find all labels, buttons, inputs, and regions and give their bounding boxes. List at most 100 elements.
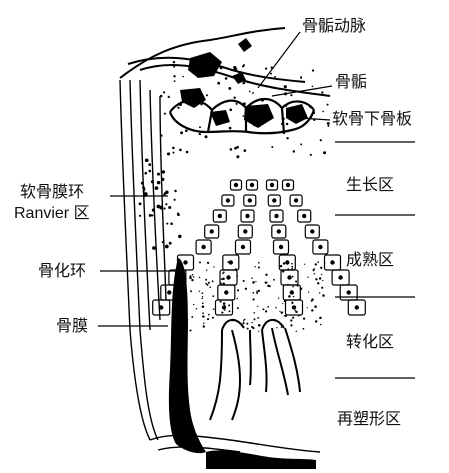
stipple-dot xyxy=(257,266,260,269)
stipple-dot xyxy=(199,261,201,264)
stipple-dot xyxy=(205,278,208,281)
stipple-dot xyxy=(284,104,288,107)
stipple-dot xyxy=(148,169,152,173)
stipple-dot xyxy=(144,171,148,175)
stipple-dot xyxy=(189,329,192,332)
stipple-dot xyxy=(191,278,194,282)
stipple-dot xyxy=(320,273,323,276)
stipple-dot xyxy=(222,277,225,281)
stipple-dot xyxy=(281,117,285,121)
stipple-dot xyxy=(201,302,204,305)
stipple-dot xyxy=(309,153,312,156)
chondrocyte-cell xyxy=(265,179,279,191)
stipple-dot xyxy=(326,103,329,106)
stipple-dot xyxy=(151,214,154,217)
label-periosteum: 骨膜 xyxy=(56,316,89,335)
stipple-dot xyxy=(264,67,268,70)
chondrocyte-nucleus xyxy=(183,260,188,265)
stipple-dot xyxy=(256,290,258,293)
chondrocyte-columns xyxy=(152,179,366,316)
stipple-dot xyxy=(262,308,265,311)
stipple-dot xyxy=(285,122,289,126)
ossification-blotches xyxy=(180,38,308,128)
stipple-dot xyxy=(273,87,276,90)
stipple-dot xyxy=(248,90,251,93)
chondrocyte-nucleus xyxy=(285,260,290,265)
stipple-dot xyxy=(282,270,285,273)
stipple-dot xyxy=(311,298,314,301)
stipple-dot xyxy=(290,324,293,327)
stipple-dot xyxy=(167,95,170,99)
stipple-dot xyxy=(283,85,287,89)
stipple-dot xyxy=(320,266,323,269)
stipple-dot xyxy=(309,106,312,109)
stipple-dot xyxy=(295,310,298,314)
stipple-dot xyxy=(197,88,201,92)
stipple-dot xyxy=(193,303,195,306)
chondrocyte-nucleus xyxy=(346,290,351,295)
chondrocyte-nucleus xyxy=(291,305,297,310)
chondrocyte-nucleus xyxy=(243,229,248,234)
stipple-dot xyxy=(152,246,156,250)
stipple-dot xyxy=(191,316,193,319)
leader-epiphysis xyxy=(271,85,333,97)
stipple-dot xyxy=(173,80,176,83)
stipple-dot xyxy=(222,302,226,305)
stipple-dot xyxy=(161,170,166,174)
subchondral-plate xyxy=(168,97,316,135)
leader-epiphyseal-artery xyxy=(257,31,301,89)
stipple-dot xyxy=(165,203,168,206)
stipple-dot xyxy=(318,277,322,280)
chondrocyte-cell xyxy=(269,209,284,223)
stipple-dot xyxy=(205,282,208,285)
chondrocyte-cell xyxy=(229,179,243,191)
stipple-dot xyxy=(206,318,210,321)
stipple-dot xyxy=(222,272,224,275)
chondrocyte-nucleus xyxy=(247,198,252,203)
stipple-dot xyxy=(173,75,176,78)
stipple-dot xyxy=(208,313,210,316)
stipple-dot xyxy=(189,276,192,280)
stipple-dot xyxy=(242,279,245,283)
chondrocyte-cell xyxy=(284,299,304,316)
stipple-dot xyxy=(156,204,161,209)
stipple-dot xyxy=(315,278,318,281)
stipple-dot xyxy=(229,148,233,151)
chondrocyte-nucleus xyxy=(245,213,250,219)
chondrocyte-nucleus xyxy=(276,229,281,234)
stipple-dot xyxy=(182,75,184,78)
stipple-dot xyxy=(228,304,231,307)
stipple-dot xyxy=(242,115,245,117)
stipple-dot xyxy=(255,280,257,283)
stipple-dot xyxy=(253,318,256,321)
chondrocyte-nucleus xyxy=(287,275,292,280)
chondrocyte-nucleus xyxy=(240,244,246,250)
stipple-dot xyxy=(291,262,293,265)
stipple-dot xyxy=(219,66,223,70)
stipple-dot xyxy=(252,92,254,94)
stipple-dot xyxy=(246,322,249,325)
zone-label-growth: 生长区 xyxy=(346,175,395,194)
stipple-dot xyxy=(321,286,324,289)
stipple-dot xyxy=(229,108,233,112)
stipple-dot xyxy=(257,317,260,319)
chondrocyte-cell xyxy=(289,194,303,207)
chondrocyte-nucleus xyxy=(310,229,315,234)
stipple-dot xyxy=(253,124,256,127)
chondrocyte-nucleus xyxy=(226,275,231,280)
stipple-dot xyxy=(244,287,248,290)
stipple-dot xyxy=(290,94,293,97)
stipple-dot xyxy=(254,107,257,110)
chondrocyte-cell xyxy=(267,194,281,207)
stipple-dot xyxy=(173,198,176,201)
stipple-dot xyxy=(321,91,324,94)
metaphyseal-trabeculae xyxy=(209,319,301,421)
stipple-dot xyxy=(163,112,166,115)
stipple-dot xyxy=(172,151,175,154)
chondrocyte-nucleus xyxy=(158,305,164,310)
stipple-dot xyxy=(295,280,298,283)
chondrocyte-nucleus xyxy=(217,213,222,219)
stipple-dot xyxy=(154,186,159,190)
epiphysis-region xyxy=(119,27,331,97)
stipple-dot xyxy=(213,266,215,268)
